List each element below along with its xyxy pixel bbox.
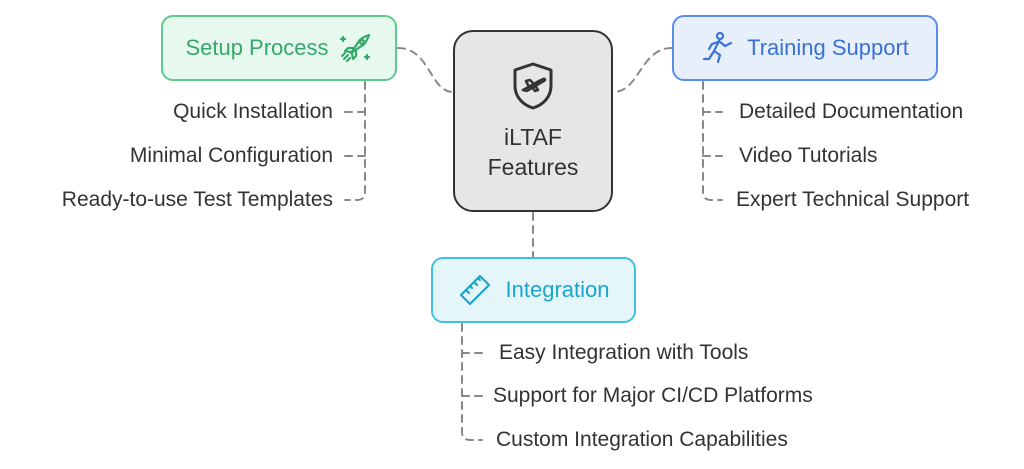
integration-item-tools: Easy Integration with Tools (499, 341, 749, 364)
training-item-video-tutorials: Video Tutorials (739, 144, 878, 167)
integration-item-custom-capabilities: Custom Integration Capabilities (496, 428, 788, 451)
setup-process-label: Setup Process (185, 35, 329, 60)
central-feature-node: iLTAF Features (453, 30, 613, 212)
setup-item-quick-installation: Quick Installation (173, 100, 333, 123)
central-title-line1: iLTAF (504, 124, 562, 150)
ruler-icon (459, 274, 490, 306)
integration-label: Integration (505, 277, 610, 302)
training-support-node: Training Support (672, 15, 938, 81)
integration-node: Integration (431, 257, 636, 323)
setup-item-minimal-configuration: Minimal Configuration (129, 144, 333, 167)
running-person-icon (702, 31, 733, 64)
rocket-icon (339, 33, 370, 63)
central-title-line2: Features (487, 154, 579, 180)
setup-process-node: Setup Process (161, 15, 397, 81)
training-item-technical-support: Expert Technical Support (736, 188, 970, 211)
integration-item-cicd-platforms: Support for Major CI/CD Platforms (493, 384, 813, 407)
training-support-label: Training Support (747, 35, 909, 60)
setup-item-test-templates: Ready-to-use Test Templates (61, 188, 333, 211)
training-item-documentation: Detailed Documentation (739, 100, 964, 123)
shield-airplane-icon (513, 62, 553, 110)
